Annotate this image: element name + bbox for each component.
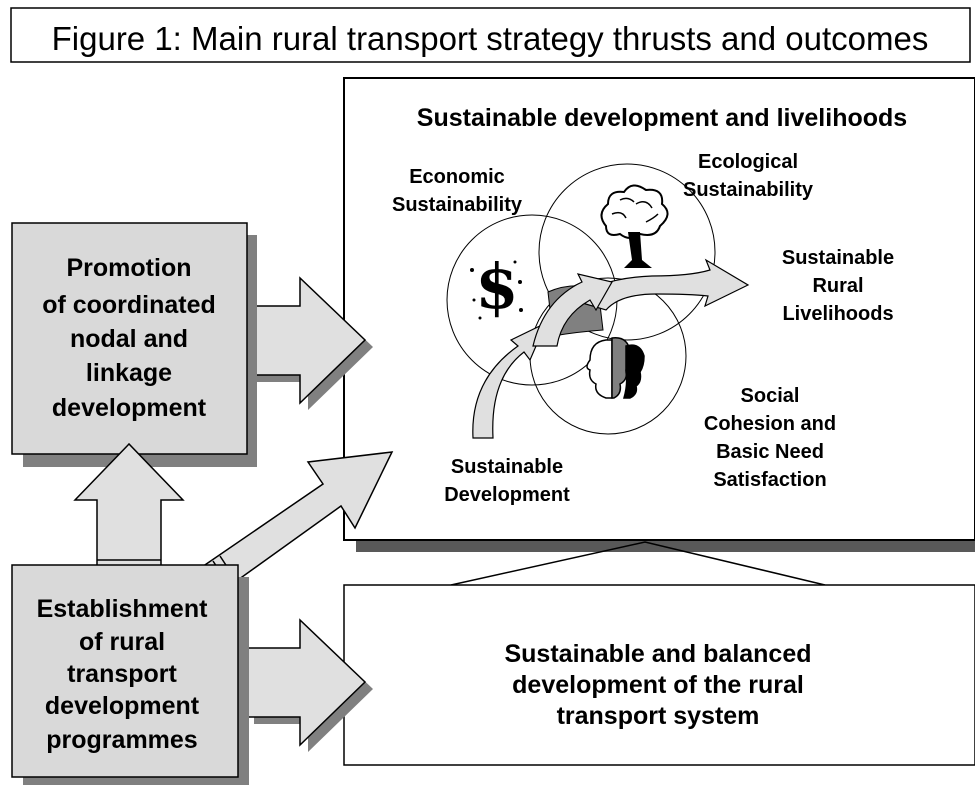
social-label-2: Cohesion and bbox=[704, 413, 836, 435]
livelihoods-label-3: Livelihoods bbox=[782, 303, 893, 325]
outcome-heading: Sustainable development and livelihoods bbox=[417, 104, 907, 132]
figure-title: Figure 1: Main rural transport strategy … bbox=[10, 7, 971, 63]
ecological-circle bbox=[538, 163, 716, 341]
venn-diagram: $ Economic Sustainability Ecological Sus… bbox=[392, 151, 894, 506]
development-label-1: Sustainable bbox=[451, 456, 563, 478]
development-label-2: Development bbox=[444, 484, 570, 506]
establishment-to-transport-arrow bbox=[245, 618, 373, 752]
establishment-line-3: transport bbox=[67, 660, 177, 688]
tree-icon bbox=[600, 184, 669, 268]
ecological-label-2: Sustainability bbox=[683, 179, 814, 201]
establishment-box: Establishment of rural transport develop… bbox=[11, 564, 249, 785]
promotion-line-3: nodal and bbox=[70, 325, 188, 353]
promotion-line-2: of coordinated bbox=[42, 291, 216, 319]
figure-title-text: Figure 1: Main rural transport strategy … bbox=[52, 20, 929, 57]
faces-icon bbox=[586, 337, 645, 399]
establishment-line-4: development bbox=[45, 692, 200, 720]
transport-system-line-2: development of the rural bbox=[512, 671, 804, 699]
livelihoods-label-1: Sustainable bbox=[782, 247, 894, 269]
livelihoods-arrow bbox=[570, 258, 750, 311]
dollar-icon: $ bbox=[470, 250, 523, 323]
transport-system-box: Sustainable and balanced development of … bbox=[343, 541, 975, 766]
economic-label-1: Economic bbox=[409, 166, 505, 188]
establishment-to-promotion-arrow bbox=[73, 442, 185, 575]
inner-growth-arrow bbox=[532, 273, 613, 347]
promotion-line-1: Promotion bbox=[67, 254, 192, 282]
social-label-1: Social bbox=[741, 385, 800, 407]
establishment-line-2: of rural bbox=[79, 628, 165, 656]
social-label-4: Satisfaction bbox=[713, 469, 826, 491]
transport-system-line-3: transport system bbox=[557, 702, 760, 730]
establishment-line-1: Establishment bbox=[37, 595, 209, 623]
livelihoods-label-2: Rural bbox=[812, 275, 863, 297]
social-label-3: Basic Need bbox=[716, 441, 824, 463]
promotion-line-4: linkage bbox=[86, 359, 172, 387]
dollar-symbol: $ bbox=[475, 250, 518, 323]
establishment-line-5: programmes bbox=[46, 726, 197, 754]
promotion-line-5: development bbox=[52, 394, 207, 422]
ecological-label-1: Ecological bbox=[698, 151, 798, 173]
outcome-box: Sustainable development and livelihoods bbox=[343, 77, 975, 552]
economic-label-2: Sustainability bbox=[392, 194, 523, 216]
promotion-box: Promotion of coordinated nodal and linka… bbox=[11, 222, 257, 467]
transport-system-line-1: Sustainable and balanced bbox=[504, 640, 811, 668]
